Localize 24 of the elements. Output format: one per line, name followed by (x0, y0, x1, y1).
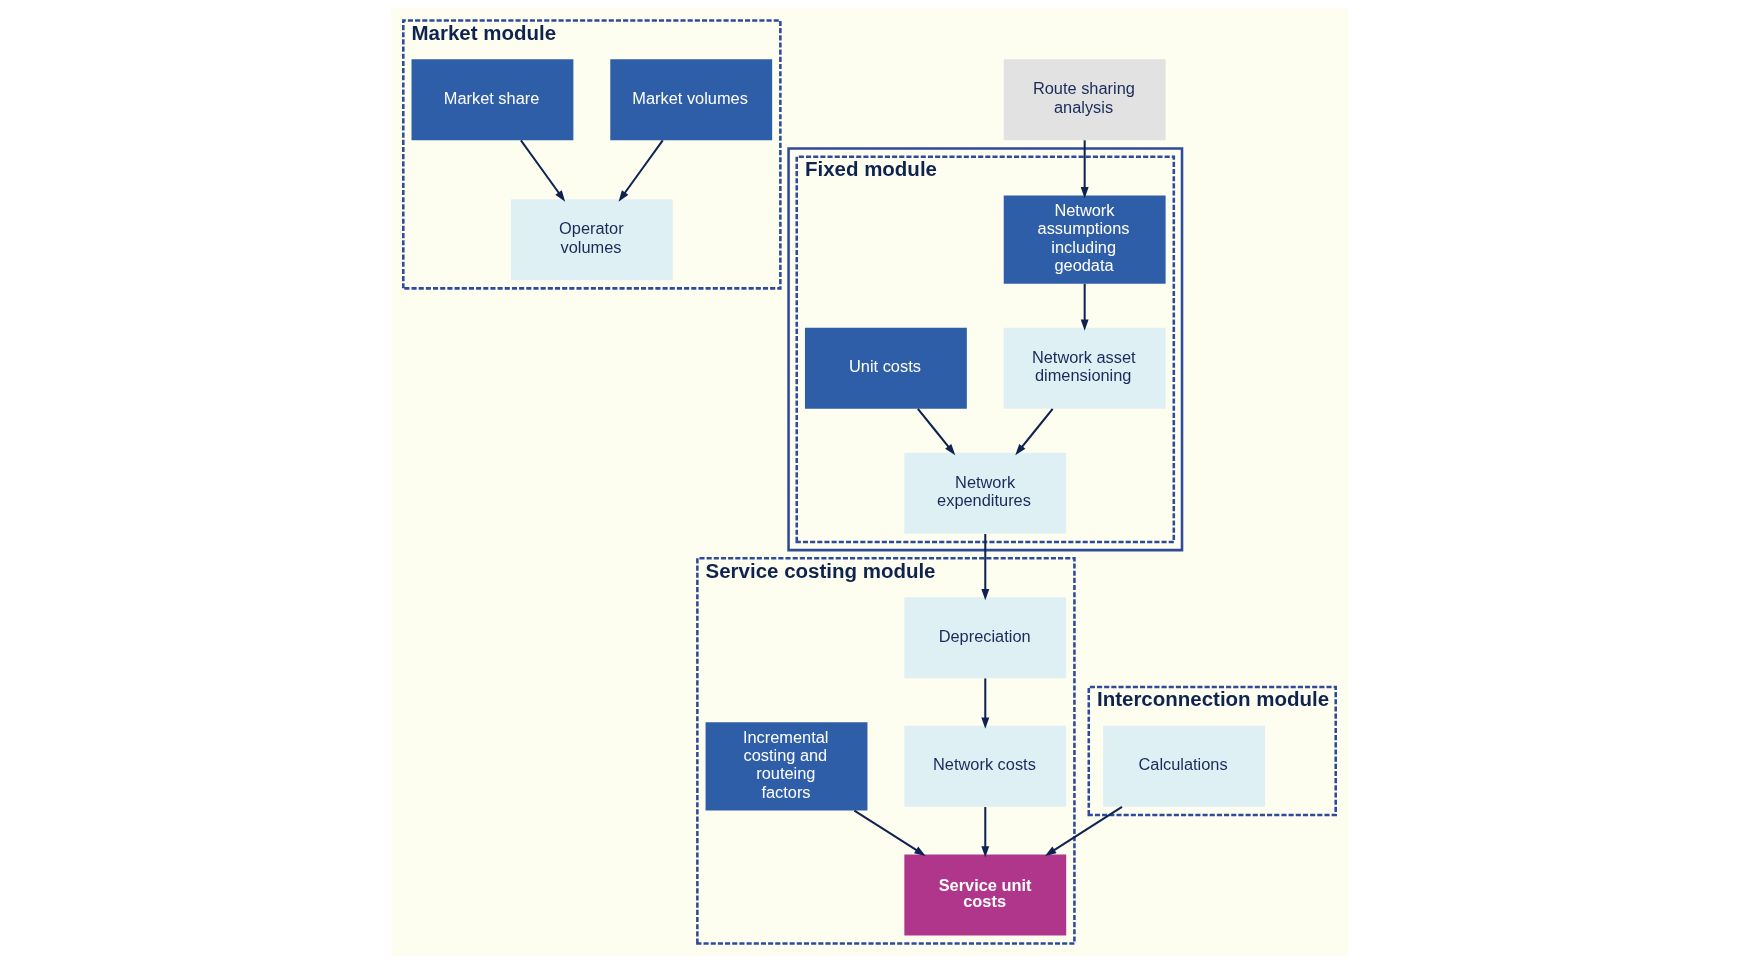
node-box: Network costs (904, 725, 1067, 807)
node-box: Market volumes (610, 59, 773, 141)
arrow (1080, 140, 1089, 199)
arrow (917, 408, 956, 456)
node-box: Network asset dimensioning (1003, 327, 1166, 409)
arrow (1015, 408, 1054, 456)
arrow (981, 678, 990, 729)
arrow (1044, 806, 1123, 856)
arrow (520, 139, 566, 202)
node-box: Unit costs (804, 327, 967, 409)
node-box: Incremental costing and routeing factors (705, 722, 868, 811)
arrow (1080, 283, 1089, 331)
node-box: Calculations (1103, 725, 1265, 807)
arrow (981, 533, 990, 601)
arrow (981, 807, 990, 858)
node-box: Service unit costs (904, 854, 1067, 936)
arrow (618, 139, 664, 202)
node-box: Market share (411, 59, 574, 141)
node-box: Network expenditures (904, 452, 1067, 534)
node-box: Route sharing analysis (1003, 59, 1166, 141)
node-box: Operator volumes (510, 199, 673, 281)
node-box: Depreciation (904, 597, 1067, 679)
arrow (853, 809, 926, 856)
node-box: Network assumptions including geodata (1003, 195, 1166, 284)
